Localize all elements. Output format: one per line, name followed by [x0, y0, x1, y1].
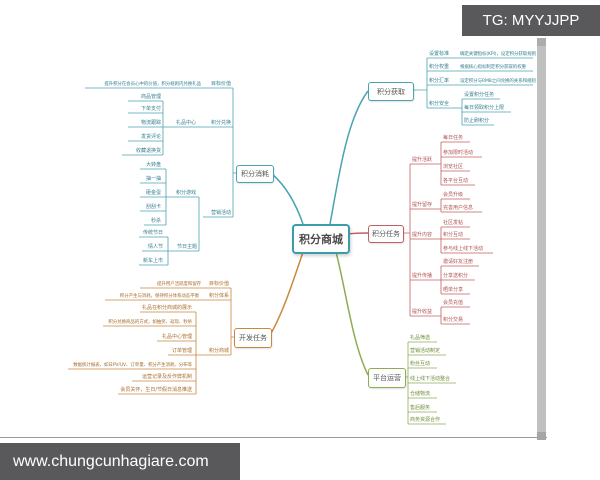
- leaf-node[interactable]: 刮刮卡: [145, 204, 161, 210]
- leaf-node[interactable]: 情人节: [147, 244, 163, 250]
- branch-node-acquire[interactable]: 积分获取: [368, 82, 414, 101]
- leaf-node[interactable]: 礼品中心管理: [161, 334, 192, 340]
- leaf-node[interactable]: 售后服务: [410, 405, 431, 411]
- group-label[interactable]: 节日主题: [176, 244, 197, 250]
- leaf-node[interactable]: 每日任务: [443, 135, 464, 141]
- leaf-node[interactable]: 大转盘: [145, 162, 161, 168]
- leaf-node[interactable]: 参加限时活动: [443, 150, 474, 156]
- branch-node-dev[interactable]: 开发任务: [234, 328, 272, 348]
- leaf-node[interactable]: 积分互动: [443, 232, 464, 238]
- leaf-node[interactable]: 数据统计报表，如日PV/UV、订单量、积分产生消耗、分布等: [73, 363, 192, 368]
- group-label[interactable]: 目标价值: [208, 281, 229, 287]
- leaf-node[interactable]: 提升用户活跃度和留存: [157, 282, 201, 287]
- page-bottom-border: [0, 437, 547, 438]
- leaf-node[interactable]: 浏览社区: [443, 164, 464, 170]
- group-label[interactable]: 积分权重: [429, 64, 450, 70]
- scrollbar-thumb[interactable]: [537, 432, 546, 440]
- group-label[interactable]: 积分商城: [208, 348, 229, 354]
- leaf-node[interactable]: 提升积分在会员心中的价值，积分规则内兑换礼品: [104, 82, 201, 87]
- leaf-node[interactable]: 秒杀: [150, 218, 161, 224]
- group-label[interactable]: 积分兑换: [210, 120, 231, 126]
- leaf-node[interactable]: 收藏退换货: [135, 148, 161, 154]
- group-label[interactable]: 礼品中心: [175, 120, 196, 126]
- watermark-top-badge: TG: MYYJJPP: [462, 5, 600, 36]
- leaf-node[interactable]: 新车上市: [142, 258, 163, 264]
- group-label[interactable]: 提升留存: [412, 202, 433, 208]
- scrollbar-top-cap[interactable]: [537, 38, 546, 46]
- group-label[interactable]: 积分游戏: [175, 190, 196, 196]
- branch-node-tasks[interactable]: 积分任务: [368, 225, 404, 243]
- leaf-node[interactable]: 防止刷积分: [464, 118, 490, 124]
- leaf-node[interactable]: 每日领取积分上限: [464, 105, 505, 111]
- leaf-node[interactable]: 分享送积分: [443, 273, 469, 279]
- leaf-node[interactable]: 会员充值: [443, 300, 464, 306]
- leaf-node[interactable]: 发货评论: [140, 134, 161, 140]
- group-label[interactable]: 积分体系: [208, 293, 229, 299]
- leaf-node[interactable]: 设置积分任务: [464, 92, 495, 98]
- leaf-node[interactable]: 营销活动制定: [410, 348, 441, 354]
- leaf-node[interactable]: 根据核心指标制定积分获取的权重: [460, 65, 526, 70]
- leaf-node[interactable]: 完善用户信息: [443, 205, 474, 211]
- group-label[interactable]: 设置标准: [429, 51, 450, 57]
- center-node[interactable]: 积分商城: [292, 224, 350, 254]
- group-label[interactable]: 积分安全: [429, 101, 450, 107]
- leaf-node[interactable]: 参与线上线下活动: [443, 246, 484, 252]
- leaf-node[interactable]: 各平台互动: [443, 178, 469, 184]
- leaf-node[interactable]: 物流跟踪: [140, 120, 161, 126]
- leaf-node[interactable]: 下单支付: [140, 106, 161, 112]
- leaf-node[interactable]: 积分产生与消耗，保持积分体系动态平衡: [119, 294, 199, 299]
- leaf-node[interactable]: 传统节日: [142, 230, 163, 236]
- leaf-node[interactable]: 商务资源合作: [410, 417, 441, 423]
- leaf-node[interactable]: 订单管理: [171, 348, 192, 354]
- leaf-node[interactable]: 会员升级: [443, 192, 464, 198]
- group-label[interactable]: 目标价值: [210, 81, 231, 87]
- leaf-node[interactable]: 粉丝互动: [410, 361, 431, 367]
- leaf-node[interactable]: 礼品筛选: [410, 335, 431, 341]
- group-label[interactable]: 营销活动: [210, 210, 231, 216]
- branch-node-consume[interactable]: 积分消耗: [236, 165, 274, 183]
- leaf-node[interactable]: 会员关怀，生日/节假日消息推送: [120, 387, 192, 393]
- leaf-node[interactable]: 晒单分享: [443, 287, 464, 293]
- leaf-node[interactable]: 积分交易: [443, 317, 464, 323]
- leaf-node[interactable]: 邀请好友注册: [443, 259, 474, 265]
- group-label[interactable]: 提升传播: [412, 273, 433, 279]
- leaf-node[interactable]: 砸金蛋: [145, 190, 161, 196]
- watermark-bottom-bar: www.chungcunhagiare.com: [0, 443, 240, 480]
- leaf-node[interactable]: 线上线下活动整合: [410, 376, 451, 382]
- group-label[interactable]: 提升活跃: [412, 157, 433, 163]
- group-label[interactable]: 积分汇率: [429, 78, 450, 84]
- group-label[interactable]: 提升内容: [412, 232, 433, 238]
- leaf-node[interactable]: 商品管理: [140, 94, 161, 100]
- leaf-node[interactable]: 仓储物流: [410, 391, 431, 397]
- leaf-node[interactable]: 确定关键指标(KPI)，设定积分获取规则: [460, 52, 537, 57]
- leaf-node[interactable]: 设定积分与RMB之间兑换的关系和规则: [460, 79, 536, 84]
- leaf-node[interactable]: 社区发帖: [443, 220, 464, 226]
- leaf-node[interactable]: 运营记录及反作弊机制: [141, 374, 192, 380]
- scrollbar-track[interactable]: [537, 38, 546, 440]
- branch-node-ops[interactable]: 平台运营: [368, 368, 406, 388]
- leaf-node[interactable]: 礼品在积分商城的展示: [141, 305, 192, 311]
- leaf-node[interactable]: 积分兑换商品的方式，如抽奖、返现、秒杀: [108, 320, 192, 325]
- leaf-node[interactable]: 抽一抽: [145, 176, 161, 182]
- group-label[interactable]: 提升收益: [412, 309, 433, 315]
